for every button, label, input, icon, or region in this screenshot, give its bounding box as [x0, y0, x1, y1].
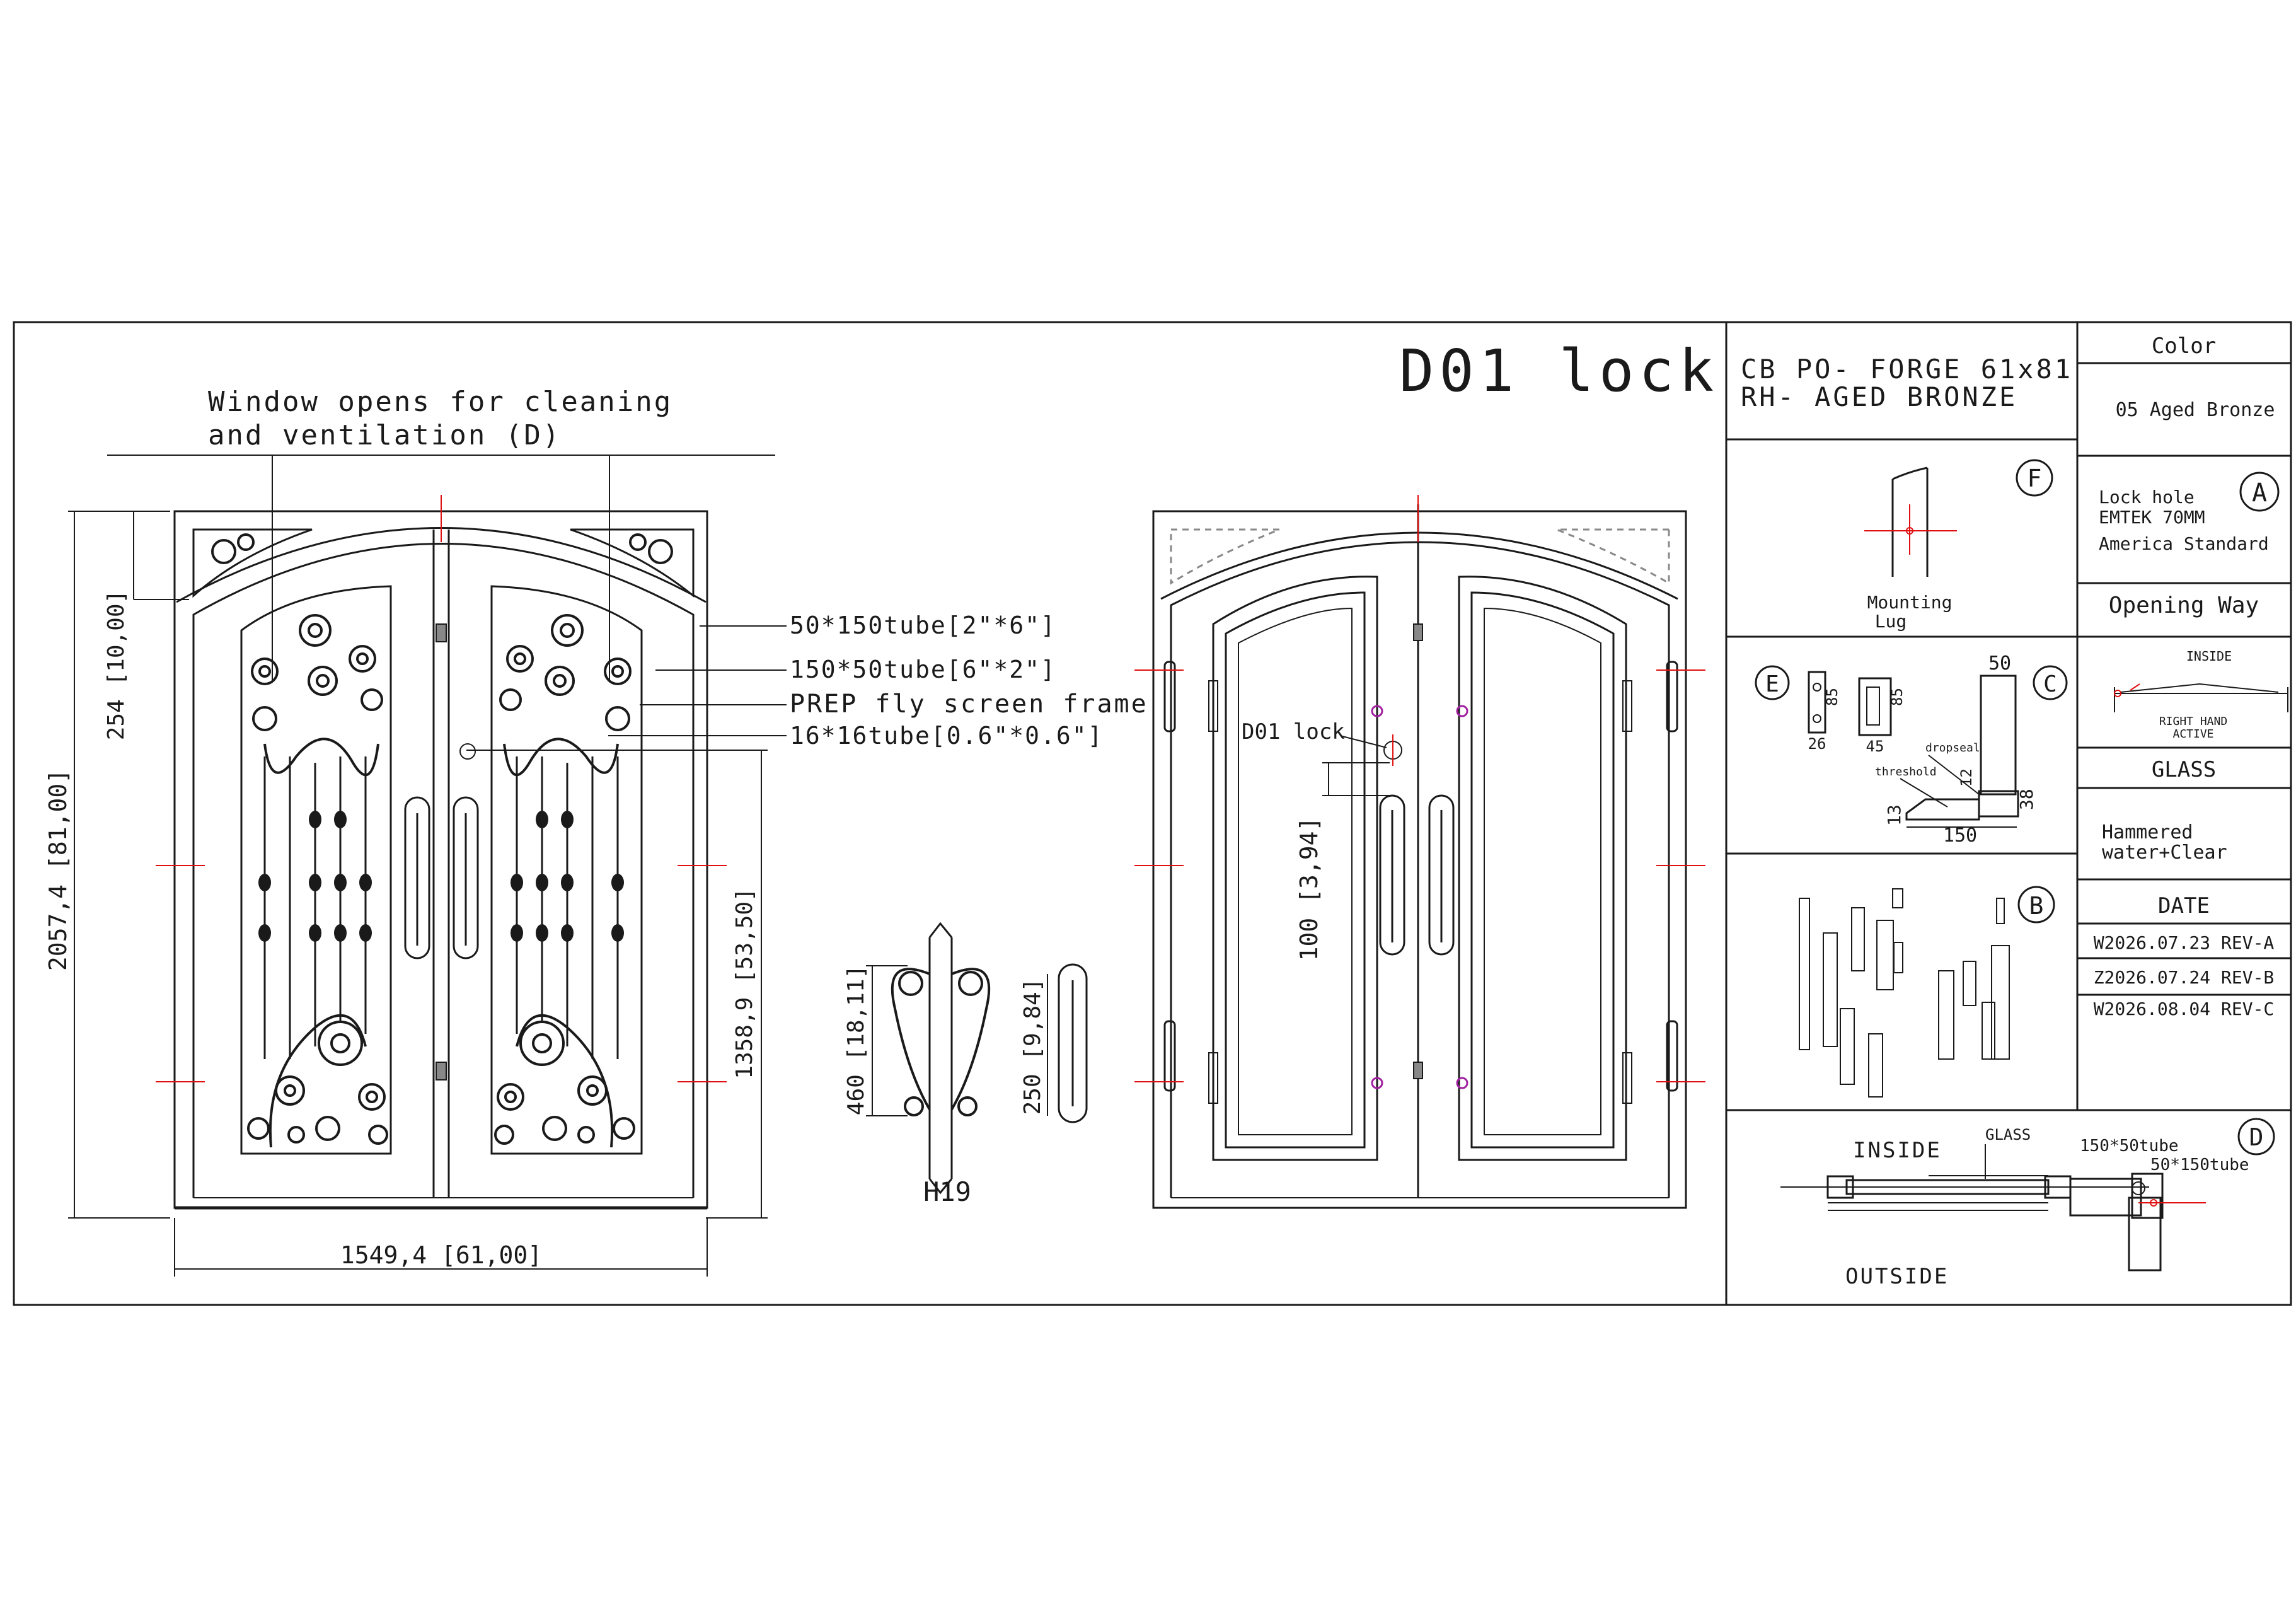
lock-hole-label: Lock hole — [2099, 487, 2195, 507]
glass-finish: water+Clear — [2102, 842, 2227, 864]
marker-d-icon: D — [2237, 1118, 2275, 1156]
svg-text:E: E — [1765, 671, 1779, 697]
callout-tube-labels: 50*150tube[2"*6"] 150*50tube[6"*2"] PREP… — [608, 611, 1148, 750]
detail-f-mounting-lug: Mounting Lug — [1864, 466, 1957, 632]
glass-header: GLASS — [2152, 757, 2216, 782]
svg-text:250 [9,84]: 250 [9,84] — [1020, 978, 1046, 1115]
lock-title: D01 lock — [1399, 337, 1719, 405]
svg-text:1358,9 [53,50]: 1358,9 [53,50] — [732, 888, 758, 1079]
lock-hole-standard: America Standard — [2099, 533, 2269, 554]
svg-text:D: D — [2249, 1123, 2264, 1151]
svg-text:Mounting: Mounting — [1867, 592, 1953, 613]
svg-text:38: 38 — [2016, 789, 2037, 810]
svg-text:150*50tube: 150*50tube — [2080, 1137, 2179, 1156]
marker-c-icon: C — [2033, 665, 2068, 700]
date-header: DATE — [2158, 893, 2210, 918]
detail-h19-scroll: 460 [18,11] H19 — [843, 922, 991, 1207]
marker-b-icon: B — [2017, 886, 2055, 924]
svg-text:16*16tube[0.6"*0.6"]: 16*16tube[0.6"*0.6"] — [790, 722, 1104, 750]
svg-text:threshold: threshold — [1875, 765, 1937, 779]
svg-text:26: 26 — [1808, 735, 1826, 753]
dim-top-arch: 254 [10,00] — [103, 511, 189, 740]
color-header: Color — [2152, 333, 2216, 359]
lock-label: D01 lock — [1242, 719, 1345, 744]
svg-text:A: A — [2252, 478, 2267, 507]
opening-inside-label: INSIDE — [2186, 649, 2232, 664]
detail-h19-handle: 250 [9,84] — [1020, 963, 1088, 1123]
sheet-border — [13, 321, 2292, 1306]
svg-text:B: B — [2029, 892, 2044, 920]
lock-hole-brand: EMTEK 70MM — [2099, 507, 2205, 528]
dim-overall-width: 1549,4 [61,00] — [174, 1218, 708, 1277]
revision-b: Z2026.07.24 REV-B — [2094, 967, 2275, 988]
product-finish: RH- AGED BRONZE — [1741, 381, 2017, 412]
left-door-elevation — [156, 495, 727, 1210]
svg-text:PREP fly screen frame: PREP fly screen frame — [790, 690, 1148, 719]
svg-text:45: 45 — [1866, 738, 1884, 755]
opening-way-header: Opening Way — [2109, 593, 2259, 618]
detail-c-threshold: 50 38 12 150 13 dropseal threshold — [1875, 652, 2037, 847]
svg-text:and ventilation (D): and ventilation (D) — [208, 419, 561, 451]
product-name: CB PO- FORGE 61x81 — [1741, 354, 2073, 385]
callout-window-opens: Window opens for cleaning and ventilatio… — [107, 386, 775, 682]
opening-active-label: ACTIVE — [2172, 727, 2213, 741]
marker-e-icon: E — [1755, 665, 1790, 700]
svg-text:150: 150 — [1943, 825, 1977, 847]
svg-text:OUTSIDE: OUTSIDE — [1845, 1264, 1949, 1289]
svg-text:1549,4 [61,00]: 1549,4 [61,00] — [340, 1241, 542, 1269]
svg-text:460 [18,11]: 460 [18,11] — [843, 965, 869, 1115]
revision-a: W2026.07.23 REV-A — [2094, 932, 2275, 953]
svg-text:50: 50 — [1988, 652, 2011, 675]
svg-text:50*150tube: 50*150tube — [2150, 1156, 2249, 1174]
svg-text:100 [3,94]: 100 [3,94] — [1295, 817, 1323, 961]
marker-a-icon: A — [2239, 472, 2280, 512]
svg-text:85: 85 — [1823, 688, 1841, 706]
detail-e-lock-plate: 85 26 85 45 — [1808, 671, 1906, 755]
svg-text:12: 12 — [1958, 768, 1975, 787]
revision-c: W2026.08.04 REV-C — [2094, 999, 2275, 1019]
svg-text:H19: H19 — [923, 1176, 971, 1207]
dim-handle-height: 1358,9 [53,50] — [466, 750, 768, 1219]
glass-type: Hammered — [2102, 821, 2193, 843]
svg-text:254 [10,00]: 254 [10,00] — [103, 590, 129, 740]
dim-overall-height: 2057,4 [81,00] — [44, 511, 170, 1219]
svg-text:13: 13 — [1884, 804, 1905, 826]
svg-text:INSIDE: INSIDE — [1853, 1138, 1942, 1163]
svg-text:F: F — [2028, 465, 2042, 492]
marker-f-icon: F — [2016, 459, 2053, 497]
detail-d-frame-section: INSIDE OUTSIDE GLASS 150*50tube 50*150tu… — [1780, 1126, 2249, 1289]
color-value: 05 Aged Bronze — [2116, 399, 2275, 421]
svg-text:150*50tube[6"*2"]: 150*50tube[6"*2"] — [790, 656, 1056, 683]
opening-swing-icon — [2114, 683, 2288, 712]
svg-text:C: C — [2043, 671, 2057, 697]
svg-text:dropseal: dropseal — [1925, 741, 1980, 755]
opening-hand-label: RIGHT HAND — [2159, 715, 2227, 728]
detail-b-hinges — [1799, 888, 2010, 1098]
svg-text:Lug: Lug — [1875, 611, 1907, 632]
svg-text:2057,4 [81,00]: 2057,4 [81,00] — [44, 769, 72, 971]
svg-text:85: 85 — [1888, 688, 1906, 706]
svg-text:Window opens for cleaning: Window opens for cleaning — [208, 386, 672, 418]
right-door-elevation: D01 lock 100 [3,94] — [1134, 495, 1705, 1209]
svg-text:50*150tube[2"*6"]: 50*150tube[2"*6"] — [790, 611, 1056, 639]
svg-text:GLASS: GLASS — [1985, 1126, 2031, 1144]
